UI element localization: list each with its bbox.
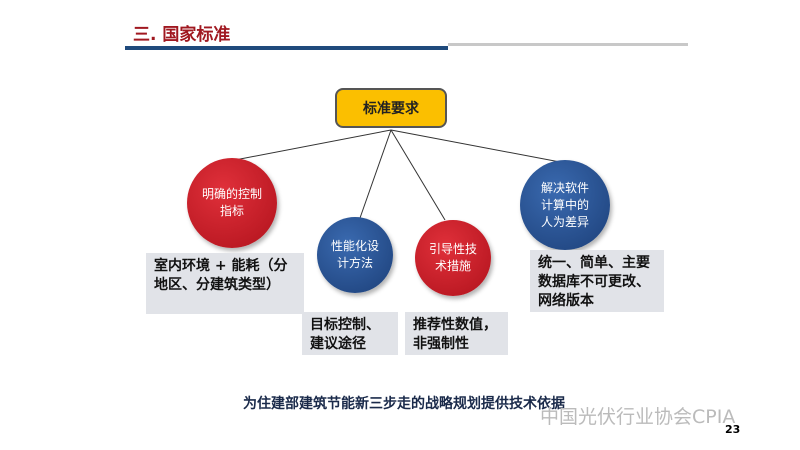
title-underline-gray xyxy=(448,43,688,46)
node-label: 解决软件计算中的人为差异 xyxy=(540,180,589,229)
watermark: 中国光伏行业协会CPIA xyxy=(540,406,736,428)
node-label: 性能化设计方法 xyxy=(330,239,379,270)
node-label: 引导性技术措施 xyxy=(428,242,477,273)
node-label: 明确的控制指标 xyxy=(201,187,262,218)
page-number: 23 xyxy=(725,423,741,436)
detail-box-1: 室内环境 + 能耗（分地区、分建筑类型） xyxy=(146,253,304,314)
slide-title: 三. 国家标准 xyxy=(133,25,231,45)
node-control-targets: 明确的控制指标 xyxy=(187,158,277,248)
root-node: 标准要求 xyxy=(335,88,447,128)
detail-box-3: 推荐性数值，非强制性 xyxy=(405,312,508,355)
footer-text: 为住建部建筑节能新三步走的战略规划提供技术依据 xyxy=(243,396,565,412)
node-performance-design: 性能化设计方法 xyxy=(317,217,393,293)
node-software-differences: 解决软件计算中的人为差异 xyxy=(520,160,610,250)
title-underline-blue xyxy=(125,46,448,50)
detail-box-2: 目标控制、建议途径 xyxy=(302,312,398,355)
node-guiding-measures: 引导性技术措施 xyxy=(415,220,491,296)
detail-box-4: 统一、简单、主要数据库不可更改、网络版本 xyxy=(530,250,664,312)
